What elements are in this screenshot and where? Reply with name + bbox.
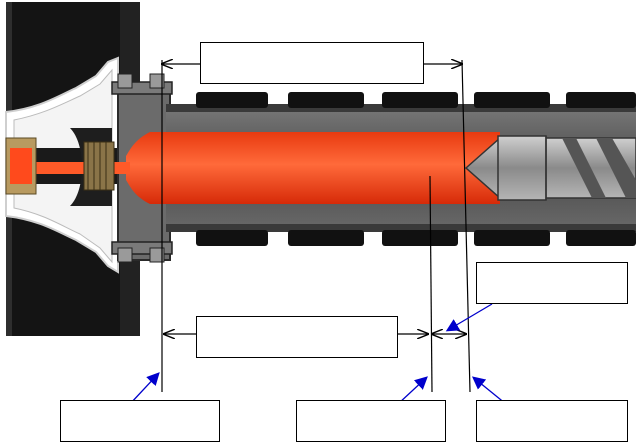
middle-dimension-label xyxy=(196,316,398,358)
bottom-left-label xyxy=(60,400,220,442)
bottom-middle-label xyxy=(296,400,446,442)
right-callout-label xyxy=(476,262,628,304)
dimension-lines xyxy=(162,60,471,393)
bottom-right-label xyxy=(476,400,628,442)
top-dimension-label xyxy=(200,42,424,84)
screw xyxy=(464,135,636,201)
heater-bands xyxy=(196,92,636,246)
leader-arrows xyxy=(129,303,507,405)
nozzle-tip xyxy=(5,137,115,195)
